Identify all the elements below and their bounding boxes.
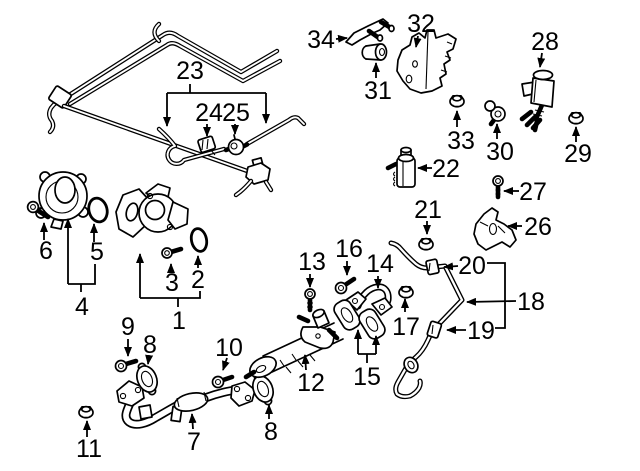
part-label-23-23: 23 bbox=[176, 57, 204, 85]
hose-clamp-24 bbox=[197, 135, 217, 156]
part-label-19-19: 19 bbox=[467, 317, 495, 345]
heat-shield-32 bbox=[396, 29, 457, 94]
part-label-17-17: 17 bbox=[392, 313, 420, 341]
egr-pipe bbox=[116, 380, 256, 429]
part-label-27-27: 27 bbox=[519, 178, 547, 206]
flange-nut-33 bbox=[449, 94, 465, 108]
callout-bracket-8 bbox=[487, 262, 506, 329]
part-label-15-15: 15 bbox=[353, 363, 381, 391]
check-valve-30 bbox=[484, 100, 506, 127]
part-label-29-29: 29 bbox=[564, 140, 592, 168]
flange-nut-11 bbox=[78, 405, 94, 419]
gasket-15a bbox=[333, 299, 361, 331]
part-label-34-34: 34 bbox=[307, 26, 335, 54]
callout-arrow-28 bbox=[413, 35, 422, 48]
callout-lines bbox=[40, 34, 580, 437]
gasket-8a bbox=[135, 362, 159, 396]
bolt-3 bbox=[161, 246, 184, 259]
part-label-8-7: 8 bbox=[143, 331, 157, 359]
bolt-6 bbox=[26, 200, 51, 220]
part-label-24-24: 24 bbox=[195, 99, 223, 127]
vacuum-pipe-18 bbox=[388, 240, 465, 400]
tube-clamp-block bbox=[48, 85, 72, 109]
part-label-16-16: 16 bbox=[335, 235, 363, 263]
callout-bracket-2 bbox=[68, 264, 96, 285]
part-label-1-0: 1 bbox=[172, 307, 186, 335]
part-label-25-25: 25 bbox=[222, 99, 250, 127]
part-label-5-4: 5 bbox=[90, 238, 104, 266]
part-label-21-21: 21 bbox=[414, 196, 442, 224]
bolt-27 bbox=[492, 175, 504, 200]
part-label-28-28: 28 bbox=[531, 28, 559, 56]
egr-cooler bbox=[243, 308, 344, 380]
part-label-2-1: 2 bbox=[191, 266, 205, 294]
part-label-11-11: 11 bbox=[76, 435, 102, 463]
part-label-9-9: 9 bbox=[121, 313, 135, 341]
flange-nut-21 bbox=[418, 237, 434, 251]
roller-grommet-31 bbox=[361, 43, 388, 61]
callout-arrow-15 bbox=[466, 297, 517, 306]
pipe-grommet bbox=[403, 356, 419, 374]
gasket-8b bbox=[251, 372, 275, 406]
callout-arrow-8 bbox=[222, 357, 230, 371]
part-label-8-8: 8 bbox=[264, 418, 278, 446]
flange-nut-29 bbox=[568, 111, 584, 125]
callout-arrow-4 bbox=[188, 413, 197, 430]
part-label-6-5: 6 bbox=[39, 237, 53, 265]
vacuum-hose-assembly bbox=[47, 21, 307, 198]
callout-arrow-24 bbox=[537, 52, 546, 68]
bolt-10 bbox=[211, 374, 235, 389]
flange-nut-17 bbox=[398, 285, 414, 299]
part-label-4-3: 4 bbox=[75, 293, 89, 321]
o-ring-5 bbox=[87, 196, 109, 224]
hose-connector bbox=[233, 156, 274, 198]
vacuum-solenoid-28 bbox=[519, 69, 555, 133]
o-ring-2 bbox=[189, 227, 209, 253]
part-label-12-12: 12 bbox=[297, 369, 325, 397]
bracket-34 bbox=[345, 18, 395, 46]
egr-valve-housing bbox=[35, 171, 89, 230]
part-label-10-10: 10 bbox=[215, 334, 243, 362]
callout-bracket-0 bbox=[140, 291, 201, 299]
pipe-clamp-19 bbox=[426, 320, 443, 339]
check-valve-25 bbox=[223, 134, 250, 156]
part-label-18-18: 18 bbox=[517, 288, 545, 316]
part-label-7-6: 7 bbox=[187, 428, 201, 456]
part-label-31-31: 31 bbox=[364, 77, 392, 105]
bolt-13 bbox=[304, 288, 316, 313]
callout-arrow-10 bbox=[301, 354, 310, 371]
bracket-26 bbox=[473, 207, 517, 251]
part-label-30-30: 30 bbox=[486, 138, 514, 166]
part-label-26-26: 26 bbox=[524, 213, 552, 241]
part-label-13-13: 13 bbox=[298, 248, 326, 276]
part-label-20-20: 20 bbox=[458, 252, 486, 280]
part-label-32-32: 32 bbox=[407, 10, 435, 38]
egr-valve-assembly bbox=[115, 183, 189, 238]
callout-arrow-5 bbox=[145, 354, 154, 365]
bolt-16 bbox=[334, 276, 357, 295]
bolt-9 bbox=[114, 358, 139, 373]
part-label-22-22: 22 bbox=[432, 155, 460, 183]
vacuum-canister-22 bbox=[385, 146, 416, 188]
part-label-14-14: 14 bbox=[366, 250, 394, 278]
part-label-33-33: 33 bbox=[447, 127, 475, 155]
part-label-3-2: 3 bbox=[165, 269, 179, 297]
pipe-clamp-20 bbox=[425, 258, 440, 276]
callout-arrow-17 bbox=[443, 262, 459, 271]
callout-arrow-30 bbox=[335, 34, 348, 43]
